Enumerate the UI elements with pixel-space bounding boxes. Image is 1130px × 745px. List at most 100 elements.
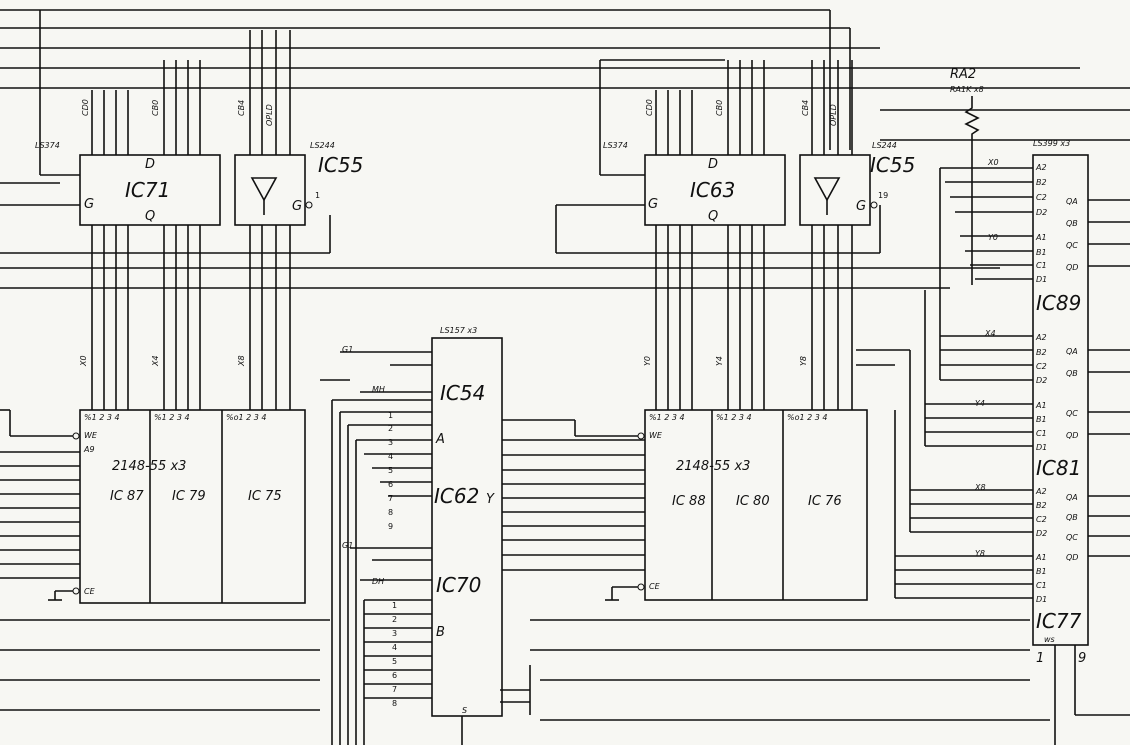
b2-qd: QD [1066, 431, 1078, 440]
b3-b1: B1 [1036, 567, 1047, 576]
opl-left-label: OPLD [265, 104, 274, 126]
ls399-column: LS399 x3 IC89 IC81 IC77 ws 1 9 [1032, 139, 1130, 745]
b2-b1: B1 [1036, 415, 1047, 424]
mux-a-in-1: 1 [388, 411, 393, 420]
ic89-name: IC89 [1036, 291, 1081, 315]
b2-qb: QB [1066, 369, 1078, 378]
ic54-name: IC54 [440, 381, 485, 405]
mux-g1: G1 [342, 345, 353, 354]
b2-qc: QC [1066, 409, 1078, 418]
b3-y: Y8 [975, 549, 985, 558]
mux-a-in-9: 9 [388, 522, 393, 531]
ra2-sub: RA1K x8 [950, 85, 984, 94]
ram-right-ic76: IC 76 [808, 494, 842, 509]
ls399-part: LS399 x3 [1033, 139, 1070, 148]
b2-c1: C1 [1036, 429, 1047, 438]
b2-qa: QA [1066, 347, 1078, 356]
ram-left-ic79: IC 79 [172, 489, 206, 504]
b3-qd: QD [1066, 553, 1078, 562]
mux-group-b: B [436, 625, 445, 640]
b2-b2: B2 [1036, 348, 1047, 357]
b2-x: X4 [984, 329, 996, 338]
mux-b-in-8: 8 [392, 699, 397, 708]
ic63-oe: G [648, 197, 658, 212]
mux-a-in-6: 6 [388, 480, 393, 489]
b3-x: X8 [974, 483, 986, 492]
ic62-name: IC62 [434, 484, 479, 508]
y4-label: Y4 [715, 356, 724, 366]
b3-a2: A2 [1035, 487, 1047, 496]
ic81-name: IC81 [1036, 456, 1081, 480]
mux-a-in-8: 8 [388, 508, 393, 517]
b1-a2: A2 [1035, 163, 1047, 172]
ic55-left-buffer: IC55 LS244 G 1 CB4 OPLD [234, 30, 363, 226]
ic55-right-buffer: IC55 LS244 G 19 CB4 OPLD [799, 60, 915, 226]
mux-dh: DH [372, 577, 384, 586]
ic63-q: Q [708, 209, 718, 224]
ic77-pin-9: 9 [1078, 651, 1086, 666]
ram-right-ic80: IC 80 [736, 494, 770, 509]
mux-mh: MH [372, 385, 385, 394]
ic55-left-name: IC55 [318, 153, 363, 177]
cb4-left-label: CB4 [237, 100, 246, 116]
top-bus-lines [0, 9, 1130, 289]
ram-right-we: WE [649, 431, 663, 440]
ic77-name: IC77 [1036, 609, 1082, 633]
cb-left-label: CB0 [151, 100, 160, 116]
ic63-part: LS374 [603, 141, 628, 150]
mux-b-in-6: 6 [392, 671, 397, 680]
b1-c1: C1 [1036, 261, 1047, 270]
ram-left-ic75: IC 75 [248, 489, 282, 504]
mux-b-in-4: 4 [392, 643, 397, 652]
ic71-part: LS374 [35, 141, 60, 150]
b2-d2: D2 [1036, 376, 1047, 385]
ram-left-we: WE [84, 431, 98, 440]
cb4-right-label: CB4 [801, 100, 810, 116]
x4-label: X4 [151, 355, 160, 367]
ic71-d: D [145, 157, 155, 172]
b1-d2: D2 [1036, 208, 1047, 217]
b1-a1: A1 [1035, 233, 1047, 242]
ram-left-part: 2148-55 x3 [112, 459, 186, 474]
b1-b2: B2 [1036, 178, 1047, 187]
b2-c2: C2 [1036, 362, 1047, 371]
mux-b-in-5: 5 [392, 657, 397, 666]
mux-a-in-5: 5 [388, 466, 393, 475]
b3-d2: D2 [1036, 529, 1047, 538]
ic71-q: Q [145, 209, 155, 224]
ic55-left-part: LS244 [310, 141, 335, 150]
b3-qb: QB [1066, 513, 1078, 522]
ram-right-ce: CE [649, 582, 661, 591]
b3-c1: C1 [1036, 581, 1047, 590]
mux-b-in-7: 7 [392, 685, 397, 694]
mux-a-in-4: 4 [388, 452, 393, 461]
y8-label: Y8 [799, 356, 808, 366]
mux-b-in-2: 2 [392, 615, 397, 624]
ic71-oe: G [84, 197, 94, 212]
mux-a-inputs: 1 2 3 4 5 6 7 8 9 [331, 399, 432, 745]
b1-y: Y0 [988, 233, 998, 242]
b1-b1: B1 [1036, 248, 1047, 257]
b1-qa: QA [1066, 197, 1078, 206]
b1-qd: QD [1066, 263, 1078, 272]
left-vertical-bus: X0 X4 X8 [79, 225, 291, 410]
ic55-right-oe-pin: 19 [878, 191, 888, 200]
ic71-name: IC71 [125, 178, 170, 202]
ram-right-header-2: %1 2 3 4 [716, 413, 752, 422]
lower-guide-lines [0, 619, 1050, 721]
b3-d1: D1 [1036, 595, 1047, 604]
mux-s-pin: S [462, 706, 467, 715]
ic55-right-part: LS244 [872, 141, 897, 150]
b2-a1: A1 [1035, 401, 1047, 410]
b1-c2: C2 [1036, 193, 1047, 202]
ram-left-header-2: %1 2 3 4 [154, 413, 190, 422]
ram-right-header-1: %1 2 3 4 [649, 413, 685, 422]
ram-right-header-3: %o1 2 3 4 [787, 413, 827, 422]
cb-right-label: CB0 [715, 100, 724, 116]
ram-left-block: %1 2 3 4 %1 2 3 4 %o1 2 3 4 2148-55 x3 I… [0, 409, 306, 604]
ic55-left-oe: G [292, 199, 302, 214]
mux-b-in-3: 3 [392, 629, 397, 638]
ra2-resistor: RA2 RA1K x8 [950, 67, 984, 285]
ic55-left-oe-pin: 1 [315, 191, 320, 200]
